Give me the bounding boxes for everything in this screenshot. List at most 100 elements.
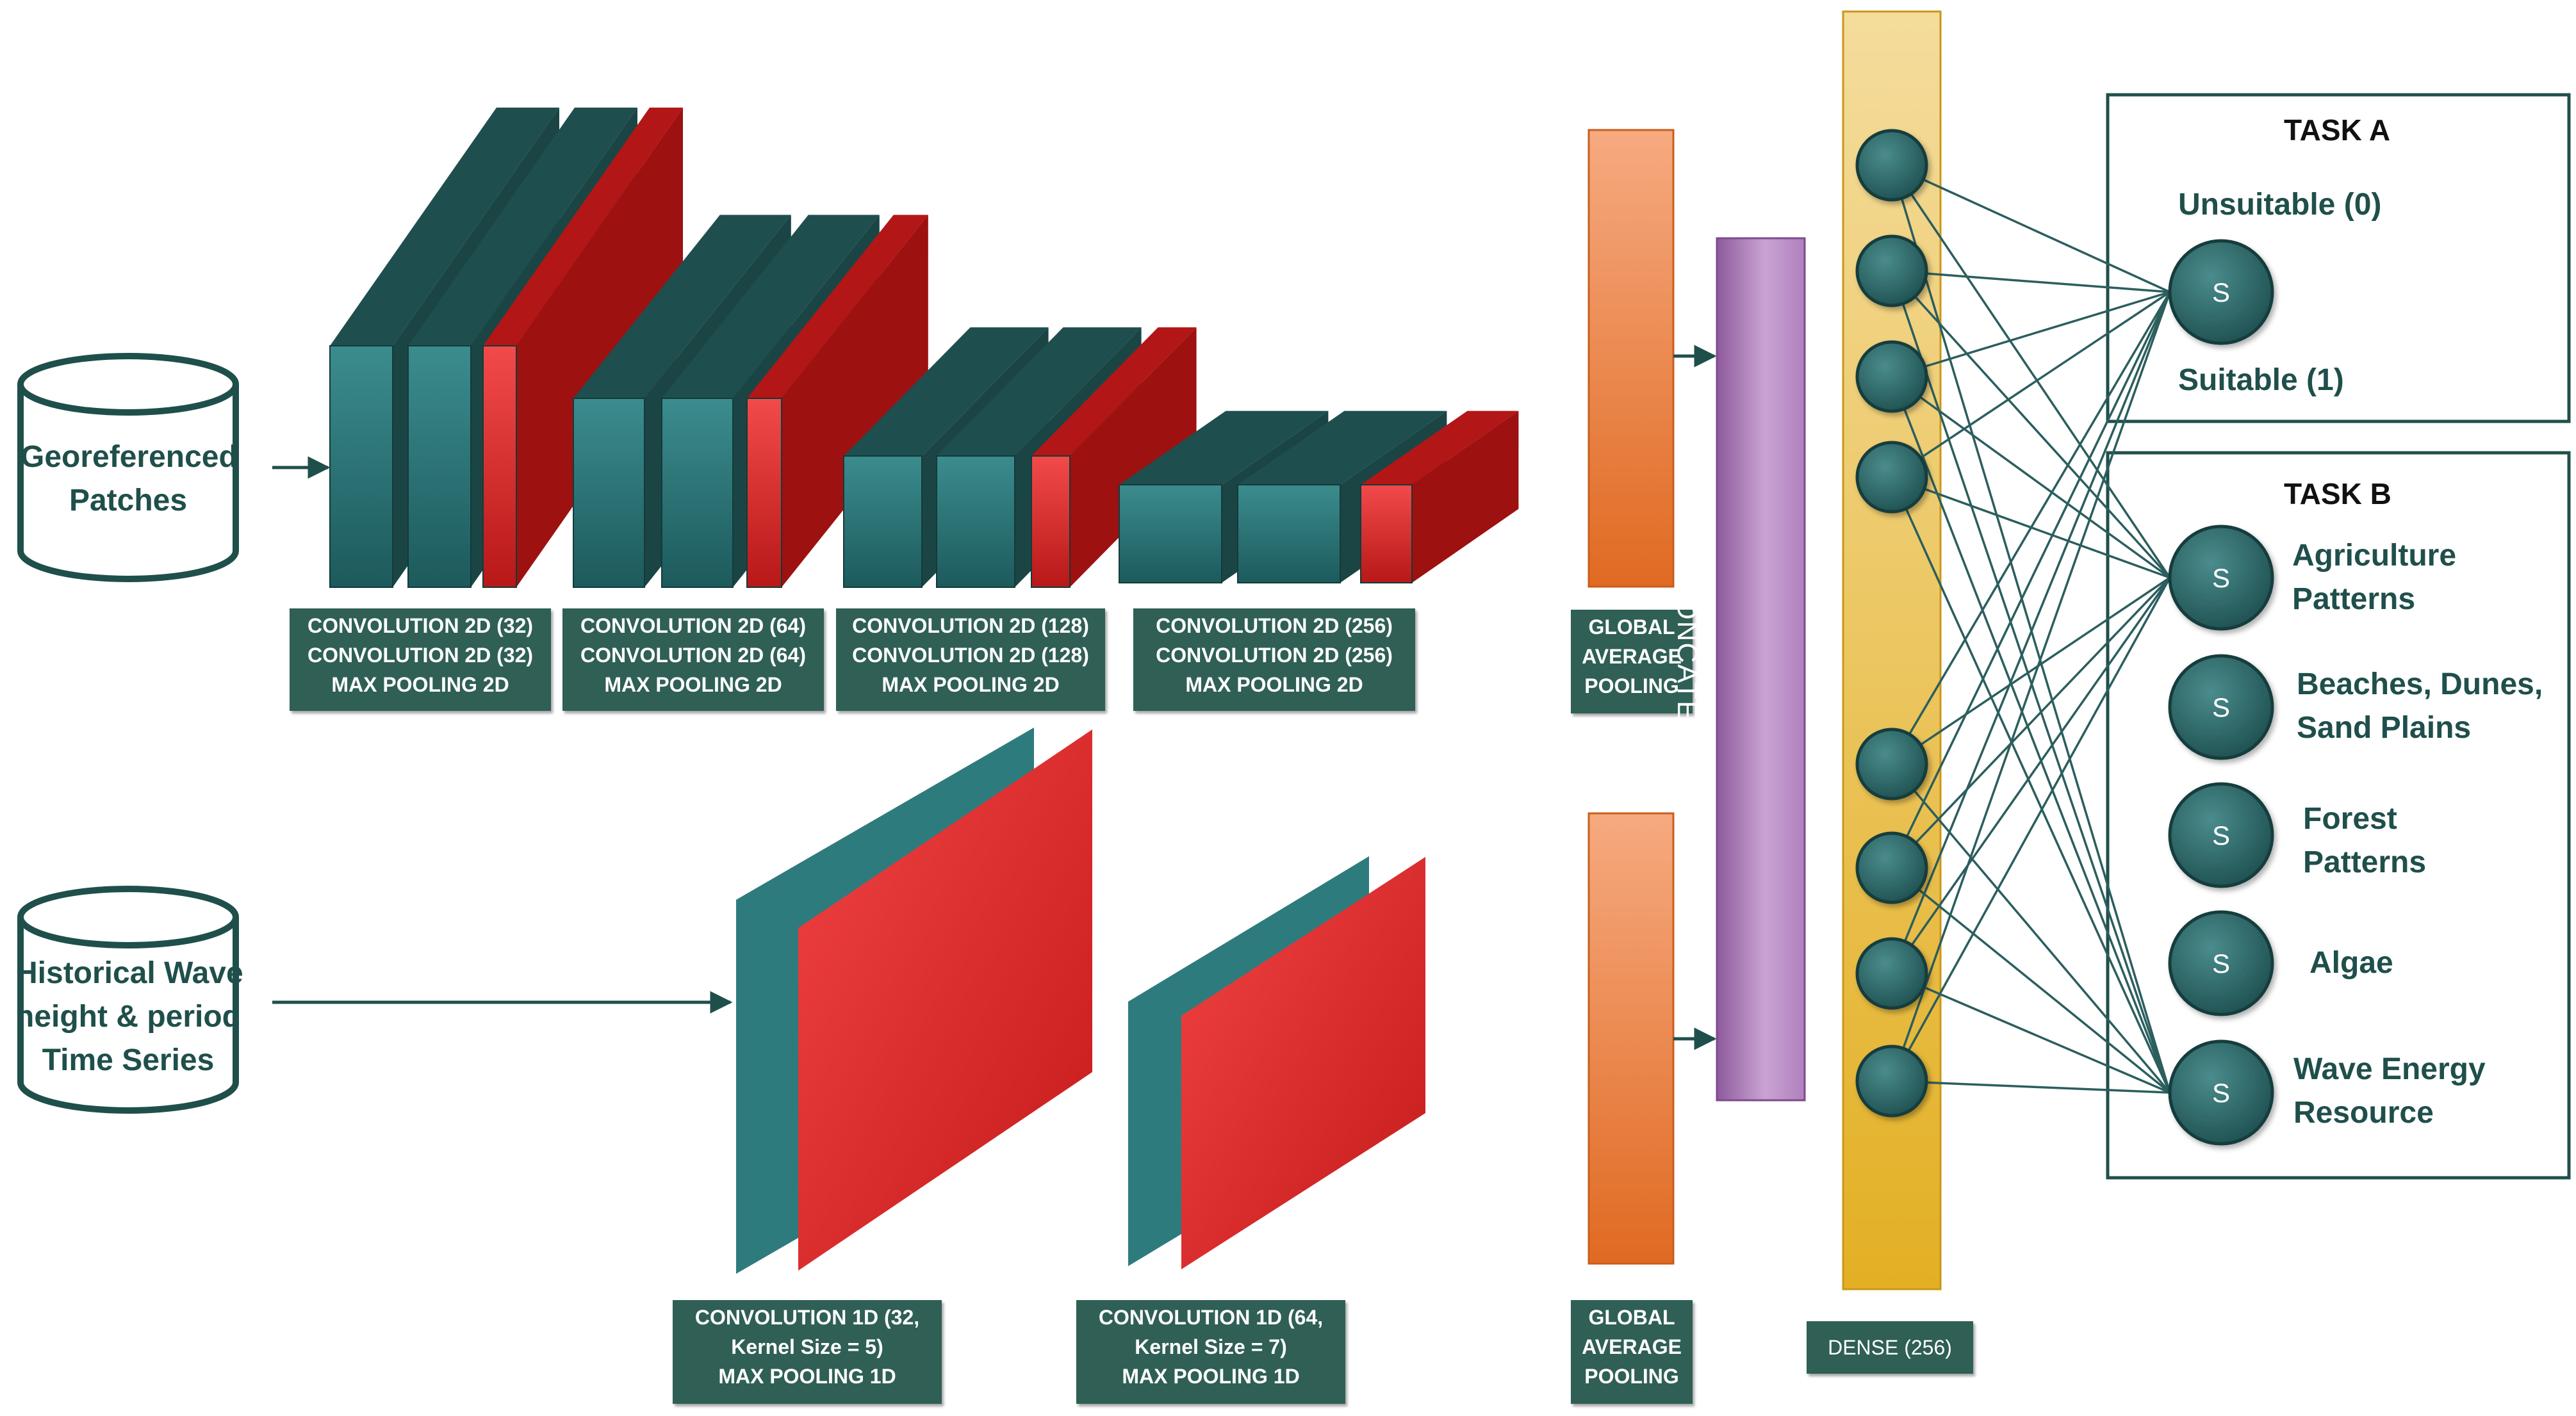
dense-connection-line	[1891, 577, 2171, 1082]
layer-top-face	[844, 327, 1049, 456]
layer-front-face	[573, 398, 645, 588]
patches-input-label: Georeferenced Patches	[21, 435, 238, 523]
layer-front-face	[1031, 455, 1071, 588]
sigmoid-symbol: S	[2212, 948, 2230, 979]
label-line: POOLING	[1584, 674, 1679, 697]
label-line: CONVOLUTION 2D (256)	[1156, 614, 1393, 637]
dense-connection-line	[1891, 291, 2171, 765]
output-label-line: Resource	[2293, 1096, 2434, 1130]
layer-top-face	[1031, 327, 1197, 456]
dense-connection-line	[1891, 291, 2171, 868]
label-line: CONVOLUTION 2D (128)	[852, 644, 1089, 667]
task-a-class-unsuitable: Unsuitable (0)	[2178, 188, 2382, 222]
dense-connection-line	[1891, 291, 2171, 1082]
output-label-line: Beaches, Dunes,	[2297, 667, 2543, 701]
sigmoid-output-node	[2168, 782, 2274, 888]
conv2d-block-4-label: CONVOLUTION 2D (256) CONVOLUTION 2D (256…	[1133, 608, 1415, 711]
dense-connection-line	[1891, 972, 2170, 1094]
layer-side-face	[1070, 327, 1197, 587]
layer-front-face	[482, 345, 517, 588]
layer-side-face	[1412, 411, 1519, 583]
label-line: CONVOLUTION 1D (64,	[1098, 1306, 1324, 1329]
sigmoid-output-node	[2168, 1039, 2274, 1146]
label-line: Kernel Size = 7)	[1135, 1335, 1287, 1358]
label-line: AVERAGE	[1582, 645, 1682, 668]
conv2d-block-2-label: CONVOLUTION 2D (64) CONVOLUTION 2D (64) …	[562, 608, 824, 711]
label-line: CONVOLUTION 2D (64)	[580, 614, 807, 637]
layer-top-face	[662, 215, 880, 398]
dense-neuron	[1855, 1045, 1928, 1118]
layer-front-face	[746, 398, 782, 588]
layer-front-face	[1237, 484, 1341, 583]
sigmoid-symbol: S	[2212, 563, 2230, 593]
dense-connection-line	[1891, 867, 2171, 1094]
output-label-line: Wave Energy	[2293, 1052, 2486, 1086]
output-label-agriculture: Agriculture Patterns	[2292, 534, 2456, 621]
label-line: MAX POOLING 1D	[718, 1365, 896, 1388]
layer-top-face	[483, 108, 683, 346]
task-b-title: TASK B	[2284, 477, 2391, 510]
series-input-cylinder	[17, 886, 239, 1114]
conv1d-layer-1	[736, 728, 1092, 1274]
dense-connection-line	[1891, 270, 2171, 579]
output-label-wave-energy: Wave Energy Resource	[2293, 1048, 2486, 1135]
dense-connection-line	[1891, 270, 2171, 1093]
label-line: MAX POOLING 2D	[604, 673, 782, 696]
sigmoid-output-node	[2168, 910, 2274, 1016]
sigmoid-output-node	[2168, 525, 2274, 631]
global-pooling-bar-bottom	[1587, 812, 1675, 1265]
dense-connection-line	[1891, 375, 2171, 579]
global-pooling-bottom-label: GLOBAL AVERAGE POOLING	[1571, 1300, 1693, 1404]
output-label-line: Patterns	[2303, 845, 2427, 879]
dense-neuron	[1855, 234, 1928, 307]
layer-top-face	[937, 327, 1142, 456]
layer-top-face	[747, 215, 928, 398]
dense-connection-line	[1891, 164, 2170, 293]
label-line: CONVOLUTION 2D (32)	[307, 644, 534, 667]
global-pooling-top-label: GLOBAL AVERAGE POOLING	[1571, 610, 1693, 713]
label-line: MAX POOLING 2D	[1185, 673, 1363, 696]
dense-connection-line	[1891, 1080, 2170, 1094]
layer-front-face	[936, 455, 1015, 588]
dense-connection-line	[1891, 270, 2170, 293]
dense-neuron	[1855, 831, 1928, 904]
series-label-line: Time Series	[42, 1043, 215, 1077]
layer-top-face	[1238, 411, 1447, 485]
dense-connection-line	[1891, 476, 2171, 1093]
conv2d-block-3-label: CONVOLUTION 2D (128) CONVOLUTION 2D (128…	[836, 608, 1105, 711]
label-line: CONVOLUTION 1D (32,	[694, 1306, 920, 1329]
dense-connection-line	[1891, 165, 2171, 1093]
label-line: Kernel Size = 5)	[731, 1335, 883, 1358]
sigmoid-symbol: S	[2212, 277, 2230, 307]
output-label-line: Algae	[2309, 946, 2393, 980]
max-pooling-2d-layer	[1360, 411, 1519, 583]
output-label-line: Sand Plains	[2297, 711, 2472, 745]
layer-side-face	[782, 215, 928, 587]
layer-front-face	[329, 345, 393, 588]
output-label-line: Agriculture	[2292, 539, 2457, 573]
series-label-line: height & period	[15, 1000, 241, 1034]
layer-top-face	[1119, 411, 1329, 485]
layer-front-face	[843, 455, 923, 588]
dense-connection-line	[1891, 576, 2170, 765]
patches-label-line: Patches	[69, 484, 188, 517]
label-line: CONVOLUTION 2D (128)	[852, 614, 1089, 637]
max-pooling-2d-layer	[746, 215, 928, 588]
dense-connection-line	[1891, 376, 2171, 1093]
series-label-line: Historical Wave	[15, 956, 243, 990]
dense-connection-line	[1891, 291, 2171, 974]
dense-neuron	[1855, 129, 1928, 202]
dense-nodes	[1855, 129, 1928, 1118]
conv1d-block-2-label: CONVOLUTION 1D (64, Kernel Size = 7) MAX…	[1076, 1300, 1345, 1404]
patches-label-line: Georeferenced	[21, 440, 238, 474]
sigmoid-symbol: S	[2212, 692, 2230, 722]
label-line: MAX POOLING 1D	[1122, 1365, 1300, 1388]
dense-neuron	[1855, 441, 1928, 514]
layer-front-face	[407, 345, 472, 588]
dense-neuron	[1855, 340, 1928, 413]
dense-label: DENSE (256)	[1807, 1321, 1973, 1374]
layer-front-face	[1119, 484, 1222, 583]
layer-top-face	[330, 108, 559, 346]
